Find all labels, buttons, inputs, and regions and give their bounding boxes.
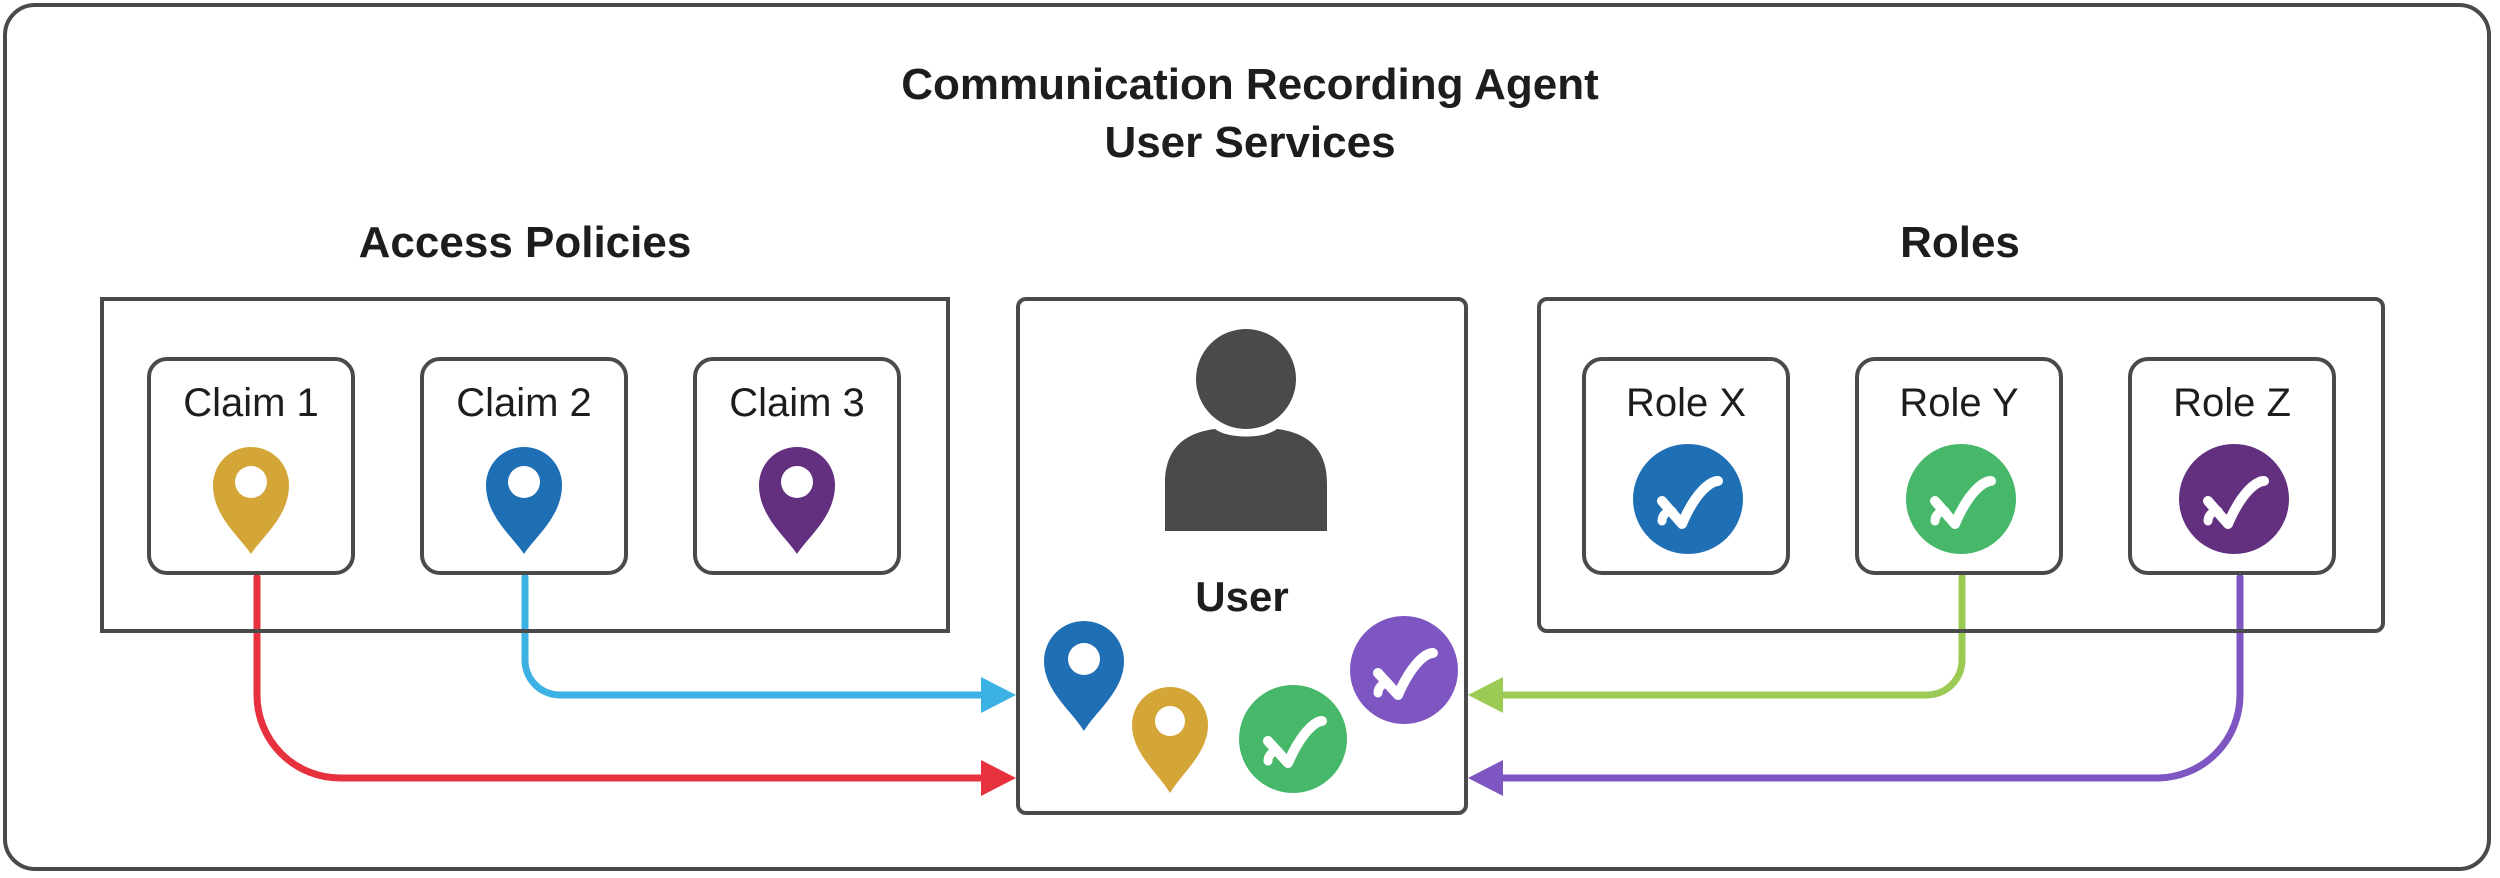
role-label: Role X xyxy=(1625,381,1747,425)
roles-group xyxy=(1537,297,2385,633)
claim2-arrowhead xyxy=(981,677,1016,713)
outer-frame xyxy=(3,3,2491,871)
claim1-arrowhead xyxy=(981,760,1016,796)
person-icon xyxy=(1165,329,1327,531)
claim2-connector xyxy=(521,573,987,699)
claim-label: Claim 1 xyxy=(183,381,319,425)
access-policies-heading: Access Policies xyxy=(358,218,692,267)
claim-card-2: Claim 2 xyxy=(420,357,628,575)
roleZ-connector xyxy=(1498,573,2244,782)
role-label: Role Z xyxy=(2173,381,2291,425)
user-box: User xyxy=(1016,297,1468,815)
check-circle-icon xyxy=(1239,685,1347,793)
check-circle-icon xyxy=(1906,444,2016,554)
claim-label: Claim 3 xyxy=(729,381,865,425)
diagram-subtitle: User Services xyxy=(1104,118,1396,167)
diagram-title: Communication Recording Agent xyxy=(901,60,1599,109)
roleY-arrowhead xyxy=(1468,677,1503,713)
access-policies-group xyxy=(100,297,950,633)
location-pin-icon xyxy=(1044,621,1124,731)
claim-card-1: Claim 1 xyxy=(147,357,355,575)
claim-card-3: Claim 3 xyxy=(693,357,901,575)
roles-heading: Roles xyxy=(1900,218,2020,267)
roleY-connector xyxy=(1498,573,1966,699)
check-circle-icon xyxy=(1633,444,1743,554)
claim-label: Claim 2 xyxy=(456,381,592,425)
location-pin-icon xyxy=(486,447,562,554)
claim1-connector xyxy=(253,573,987,782)
check-circle-icon xyxy=(2179,444,2289,554)
role-label: Role Y xyxy=(1899,381,2019,425)
user-icons xyxy=(1044,329,1458,793)
role-card-y: Role Y xyxy=(1855,357,2063,575)
role-card-z: Role Z xyxy=(2128,357,2336,575)
user-label: User xyxy=(1195,573,1289,620)
roleZ-arrowhead xyxy=(1468,760,1503,796)
location-pin-icon xyxy=(1132,687,1208,793)
role-card-x: Role X xyxy=(1582,357,1790,575)
location-pin-icon xyxy=(759,447,835,554)
check-circle-icon xyxy=(1350,616,1458,724)
location-pin-icon xyxy=(213,447,289,554)
